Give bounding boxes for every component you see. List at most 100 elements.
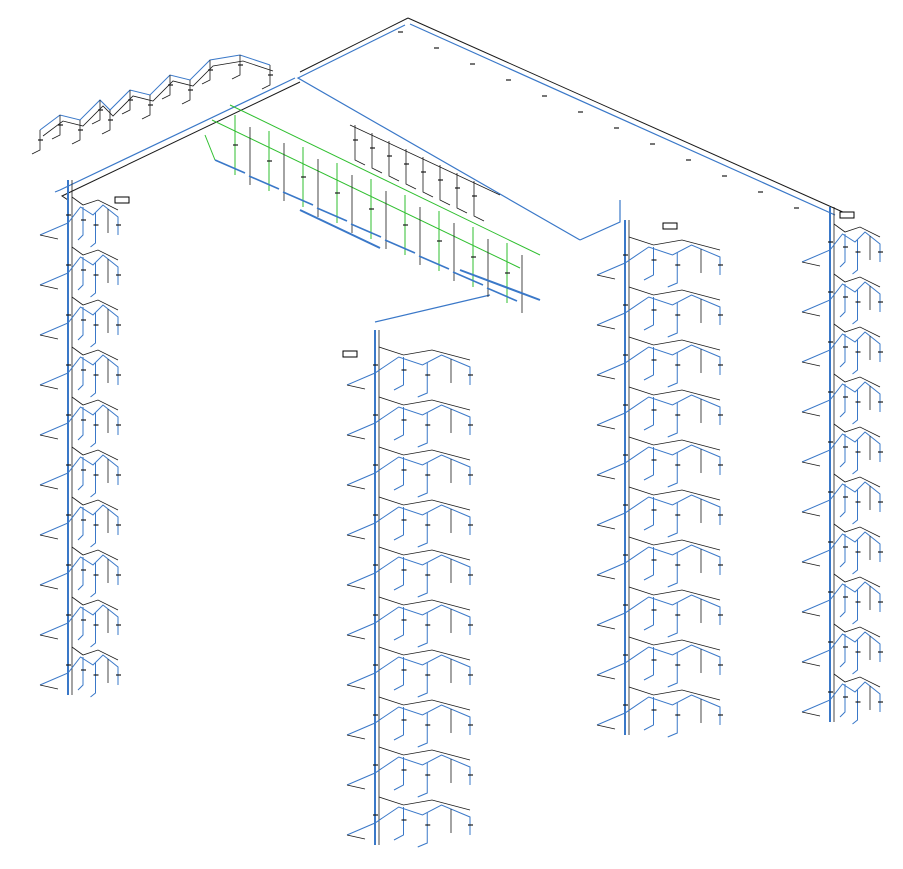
main-pipe-black [299,17,409,73]
branch-pipe [346,534,366,540]
drop-pipe [90,563,96,598]
floor-branch [596,386,723,438]
branch-pipe [71,446,119,461]
floor-branch [801,673,883,725]
tower-right-1 [596,220,723,738]
drop-pipe [852,590,858,625]
branch-pipe [346,754,471,786]
drop-pipe [90,663,96,698]
drop-pipe [667,553,678,588]
branch-pipe [596,644,721,676]
branch-pipe [378,646,471,661]
roof-pipe [39,54,271,131]
branch-pipe [39,304,119,336]
drop-pipe [839,234,846,268]
tower-left [39,180,121,698]
branch-pipe [39,454,119,486]
branch-pipe [801,631,881,663]
drop-pipe [643,547,654,581]
branch-pipe [801,711,821,717]
branch-pipe [833,573,881,588]
branch-pipe [596,494,721,526]
floor-branch [596,486,723,538]
branch-pipe [346,554,471,586]
branch-pipe [282,191,314,206]
roof-pipe [349,124,501,196]
floor-branch [801,223,883,275]
floor-branch [596,686,723,738]
drop-pipe [90,313,96,348]
tower-labels [114,196,855,358]
roof-drop [201,60,211,85]
drop-pipe [90,613,96,648]
branch-pipe [71,196,119,211]
main-pipe-blue [409,23,836,216]
drop-pipe [417,613,428,648]
roof-drop [121,90,131,115]
branch-pipe [596,344,721,376]
roof-drop [231,55,241,80]
floor-branch [39,396,121,448]
floor-branch [801,523,883,575]
drop-pipe [393,807,404,841]
drop-pipe [667,603,678,638]
branch-pipe [350,223,382,238]
branch-pipe [39,534,59,540]
main-pipe-blue [54,77,296,193]
branch-pipe [801,361,821,367]
floor-branch [346,546,473,598]
floor-branch [801,273,883,325]
branch-pipe [833,523,881,538]
branch-pipe [801,531,881,563]
branch-pipe [452,271,484,286]
branch-pipe [346,434,366,440]
drop-pipe [839,284,846,318]
branch-pipe [628,336,721,351]
tower-label-box [662,222,678,230]
drop-pipe [852,640,858,675]
roof-drop [31,130,41,155]
floor-branch [596,236,723,288]
roof-drop [422,157,434,198]
green-pipe [229,104,541,256]
branch-pipe [628,436,721,451]
drop-pipe [417,413,428,448]
branch-pipe [596,474,616,480]
floor-branch [801,373,883,425]
branch-pipe [316,207,348,222]
branch-pipe [596,574,616,580]
branch-pipe [346,704,471,736]
drop-pipe [667,353,678,388]
branch-pipe [346,384,366,390]
floor-branch [346,746,473,798]
drop-pipe [393,757,404,791]
branch-pipe [628,386,721,401]
floor-branch [596,436,723,488]
floor-branch [596,336,723,388]
drop-pipe [643,647,654,681]
green-pipe [204,134,216,161]
branch-pipe [378,746,471,761]
branch-pipe [71,346,119,361]
floor-branch [801,473,883,525]
drop-pipe [417,813,428,848]
drop-pipe [839,584,846,618]
green-network [204,104,541,313]
drop-pipe [417,713,428,748]
roof-pipe [42,60,274,137]
branch-pipe [39,334,59,340]
branch-pipe [596,524,616,530]
branch-pipe [346,834,366,840]
main-pipe-black [60,81,301,201]
branch-pipe [71,296,119,311]
branch-pipe [801,681,881,713]
drop-pipe [77,407,84,441]
branch-pipe [378,446,471,461]
branch-pipe [596,724,616,730]
drop-pipe [417,363,428,398]
drop-pipe [90,263,96,298]
drop-pipe [90,213,96,248]
main-pipe-blue [579,200,621,241]
drop-pipe [839,384,846,418]
